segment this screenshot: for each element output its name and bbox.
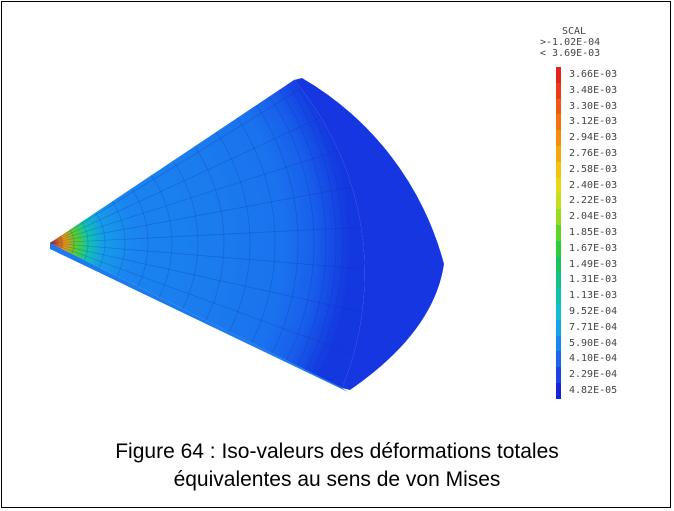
legend-value: 3.66E-03 bbox=[569, 69, 618, 80]
legend-value: 2.40E-03 bbox=[569, 179, 618, 191]
legend-swatch bbox=[556, 272, 561, 289]
color-legend: SCAL >-1.02E-04 < 3.69E-03 3.66E-03 3.48E… bbox=[540, 26, 660, 399]
caption-line-2: équivalentes au sens de von Mises bbox=[173, 468, 501, 491]
legend-swatch bbox=[556, 177, 561, 194]
legend-swatch bbox=[556, 161, 561, 178]
legend-value: 1.13E-03 bbox=[569, 290, 618, 302]
legend-swatch bbox=[556, 209, 561, 225]
legend-swatch bbox=[556, 114, 561, 131]
legend-swatch bbox=[556, 67, 561, 83]
mesh-sector-surface bbox=[50, 80, 365, 388]
legend-value: 3.12E-03 bbox=[569, 116, 618, 128]
legend-value: 4.82E-05 bbox=[569, 384, 618, 396]
legend-swatch bbox=[556, 224, 561, 241]
legend-max-label: < 3.69E-03 bbox=[540, 48, 601, 59]
legend-value: 1.67E-03 bbox=[569, 242, 618, 254]
legend-swatch bbox=[556, 145, 561, 162]
legend-value: 9.52E-04 bbox=[569, 305, 618, 317]
legend-value: 7.71E-04 bbox=[569, 321, 618, 333]
legend-title: SCAL bbox=[562, 26, 587, 37]
legend-swatch bbox=[556, 240, 561, 257]
legend-min-label: >-1.02E-04 bbox=[540, 37, 601, 48]
legend-value: 3.30E-03 bbox=[569, 100, 618, 112]
legend-swatch bbox=[556, 82, 561, 99]
legend-value: 5.90E-04 bbox=[569, 337, 618, 349]
legend-value: 2.29E-04 bbox=[569, 369, 618, 381]
legend-value: 3.48E-03 bbox=[569, 84, 618, 96]
mesh-plot bbox=[50, 78, 444, 392]
legend-swatch bbox=[556, 335, 561, 352]
legend-value: 2.94E-03 bbox=[569, 132, 618, 144]
mesh-outer-rim bbox=[294, 78, 444, 390]
legend-value: 4.10E-04 bbox=[569, 353, 618, 365]
legend-value: 2.58E-03 bbox=[569, 163, 618, 175]
figure-caption: Figure 64 : Iso-valeurs des déformations… bbox=[2, 438, 672, 494]
legend-swatch bbox=[556, 351, 561, 368]
legend-swatch bbox=[556, 303, 561, 320]
legend-swatch bbox=[556, 319, 561, 336]
legend-value: 2.04E-03 bbox=[569, 211, 618, 223]
legend-value: 1.31E-03 bbox=[569, 274, 618, 286]
legend-value: 2.22E-03 bbox=[569, 195, 618, 207]
legend-value: 1.49E-03 bbox=[569, 258, 618, 270]
legend-value: 2.76E-03 bbox=[569, 147, 618, 159]
legend-swatch bbox=[556, 256, 561, 273]
legend-swatch bbox=[556, 382, 561, 399]
legend-swatch bbox=[556, 193, 561, 210]
legend-swatch bbox=[556, 130, 561, 146]
legend-swatch bbox=[556, 288, 561, 304]
legend-swatch bbox=[556, 367, 561, 383]
legend-swatch bbox=[556, 98, 561, 115]
legend-value: 1.85E-03 bbox=[569, 226, 618, 238]
caption-line-1: Figure 64 : Iso-valeurs des déformations… bbox=[115, 440, 559, 463]
mesh-bottom-face bbox=[50, 243, 348, 392]
